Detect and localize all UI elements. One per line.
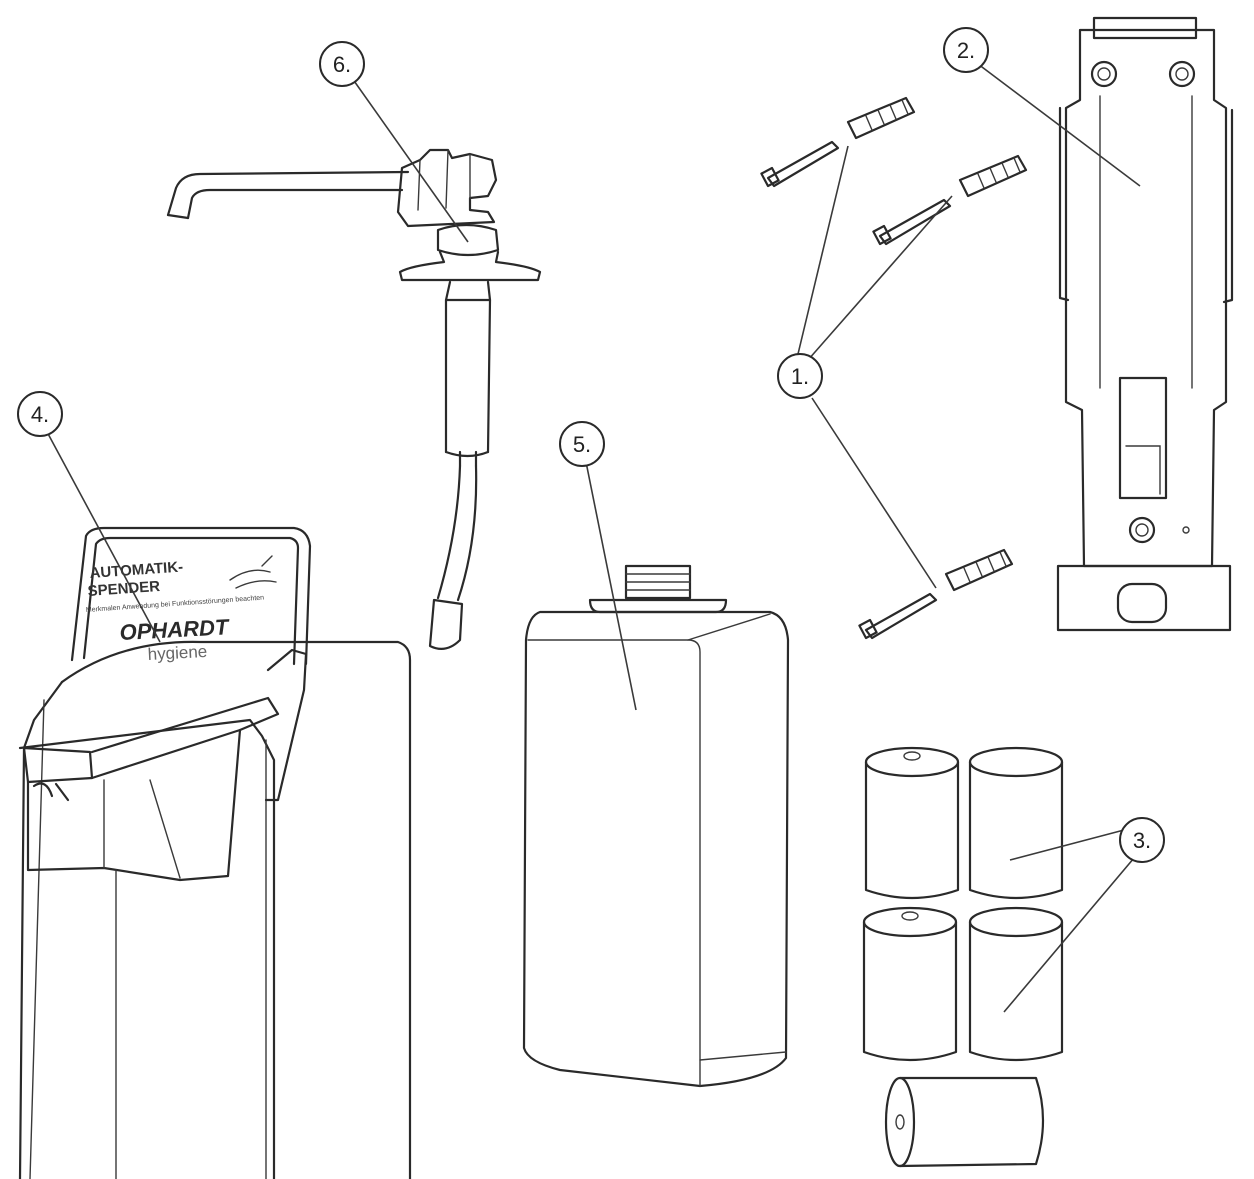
dispenser-unit: AUTOMATIK- SPENDER Merkmalen Anwendung b…	[18, 526, 412, 1179]
pump-assembly	[166, 148, 542, 651]
svg-text:6.: 6.	[333, 52, 351, 77]
callout-6: 6.	[319, 41, 365, 87]
brand-subtitle: hygiene	[147, 642, 207, 664]
wall-bracket	[1056, 16, 1234, 632]
hand-icon	[229, 555, 277, 589]
svg-text:1.: 1.	[791, 364, 809, 389]
screws-and-dowels	[760, 96, 1028, 640]
leader-lines	[45, 63, 1141, 1013]
batteries	[862, 746, 1064, 1168]
callout-1: 1.	[777, 353, 823, 399]
svg-text:3.: 3.	[1133, 828, 1151, 853]
soap-bottle	[522, 564, 790, 1088]
callout-4: 4.	[17, 391, 63, 437]
callout-3: 3.	[1119, 817, 1165, 863]
sign-line-1: AUTOMATIK-	[89, 559, 184, 582]
svg-text:5.: 5.	[573, 432, 591, 457]
brand-logo: OPHARDT	[119, 614, 230, 645]
callout-5: 5.	[559, 421, 605, 467]
sign-line-2: SPENDER	[87, 578, 161, 600]
callout-2: 2.	[943, 27, 989, 73]
svg-text:4.: 4.	[31, 402, 49, 427]
svg-text:2.: 2.	[957, 38, 975, 63]
